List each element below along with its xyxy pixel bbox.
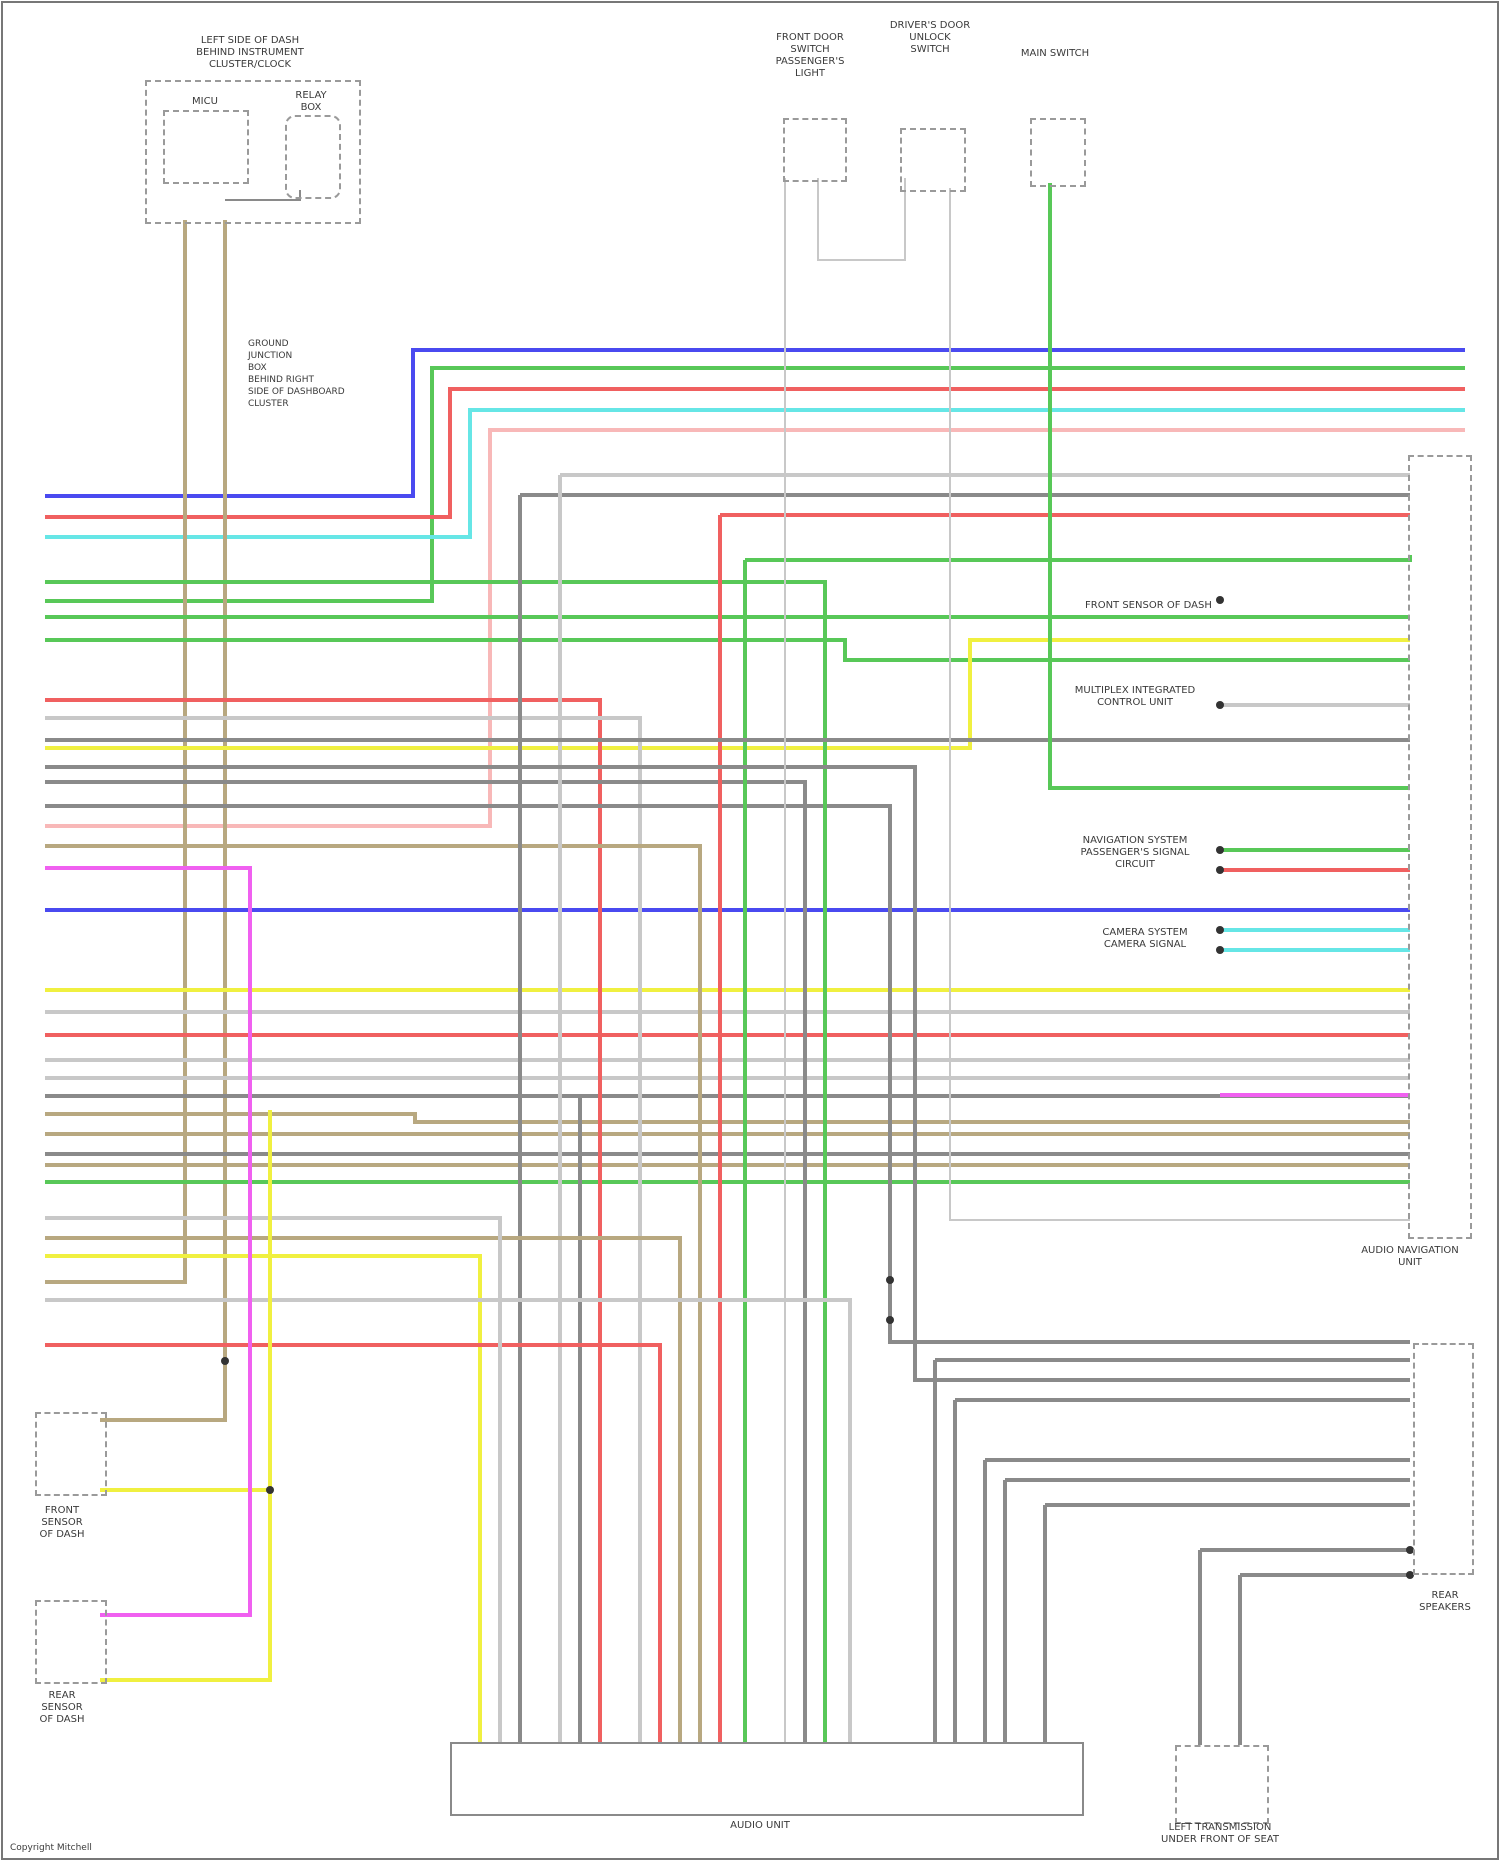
splice-dot [886, 1316, 894, 1324]
main-switch-box [1030, 118, 1086, 187]
audio-unit-box [450, 1742, 1084, 1816]
splice-note-label: GROUND JUNCTION BOX BEHIND RIGHT SIDE OF… [248, 338, 398, 410]
camera-system-label: CAMERA SYSTEM CAMERA SIGNAL [1075, 927, 1215, 951]
splice-dot [1216, 866, 1224, 874]
multiplex-unit-label: MULTIPLEX INTEGRATED CONTROL UNIT [1060, 685, 1210, 709]
micu-box [163, 110, 249, 184]
unlock-switch-box [900, 128, 966, 192]
relay-box-label: RELAY BOX [278, 90, 344, 114]
splice-dot [886, 1276, 894, 1284]
audio-navigation-unit-box [1408, 455, 1472, 1239]
splice-dot [266, 1486, 274, 1494]
audio-unit-label: AUDIO UNIT [700, 1820, 820, 1832]
main-switch-label: MAIN SWITCH [1010, 48, 1100, 60]
top-left-unit-label: LEFT SIDE OF DASH BEHIND INSTRUMENT CLUS… [170, 35, 330, 71]
unlock-switch-label: DRIVER'S DOOR UNLOCK SWITCH [875, 20, 985, 56]
front-sensor-dash-label: FRONT SENSOR OF DASH [1085, 600, 1245, 612]
splice-dot [221, 1357, 229, 1365]
door-switch-box [783, 118, 847, 182]
door-switch-label: FRONT DOOR SWITCH PASSENGER'S LIGHT [735, 32, 885, 80]
rear-speakers-label: REAR SPEAKERS [1400, 1590, 1490, 1614]
front-sensor-box [35, 1412, 107, 1496]
splice-dot [1216, 846, 1224, 854]
rear-speakers-box [1413, 1343, 1474, 1575]
left-transmission-label: LEFT TRANSMISSION UNDER FRONT OF SEAT [1130, 1822, 1310, 1846]
rear-sensor-label: REAR SENSOR OF DASH [22, 1690, 102, 1726]
rear-sensor-box [35, 1600, 107, 1684]
splice-dot [1216, 926, 1224, 934]
splice-dot [1216, 701, 1224, 709]
left-transmission-box [1175, 1745, 1269, 1824]
splice-dot [1216, 946, 1224, 954]
micu-label: MICU [175, 96, 235, 108]
navigation-system-label: NAVIGATION SYSTEM PASSENGER'S SIGNAL CIR… [1060, 835, 1210, 871]
copyright-footer: Copyright Mitchell [10, 1842, 170, 1854]
front-sensor-label: FRONT SENSOR OF DASH [22, 1505, 102, 1541]
relay-box [285, 115, 341, 199]
audio-navigation-unit-label: AUDIO NAVIGATION UNIT [1345, 1245, 1475, 1269]
